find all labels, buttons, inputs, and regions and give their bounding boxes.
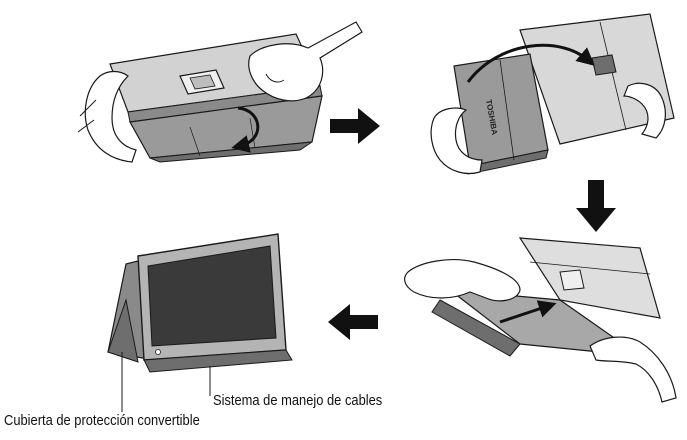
step-3-insert-tab (404, 237, 677, 403)
callout-protective-cover: Cubierta de protección convertible (4, 412, 200, 429)
step-1-fold-stand (77, 21, 363, 163)
step-2-flip-cover: TOSHIBA (430, 13, 675, 175)
down-arrow (576, 180, 616, 232)
right-arrow (330, 108, 380, 144)
callout-cable-management: Sistema de manejo de cables (213, 392, 383, 409)
step-4-standing-display (107, 233, 293, 412)
left-arrow (328, 304, 378, 340)
